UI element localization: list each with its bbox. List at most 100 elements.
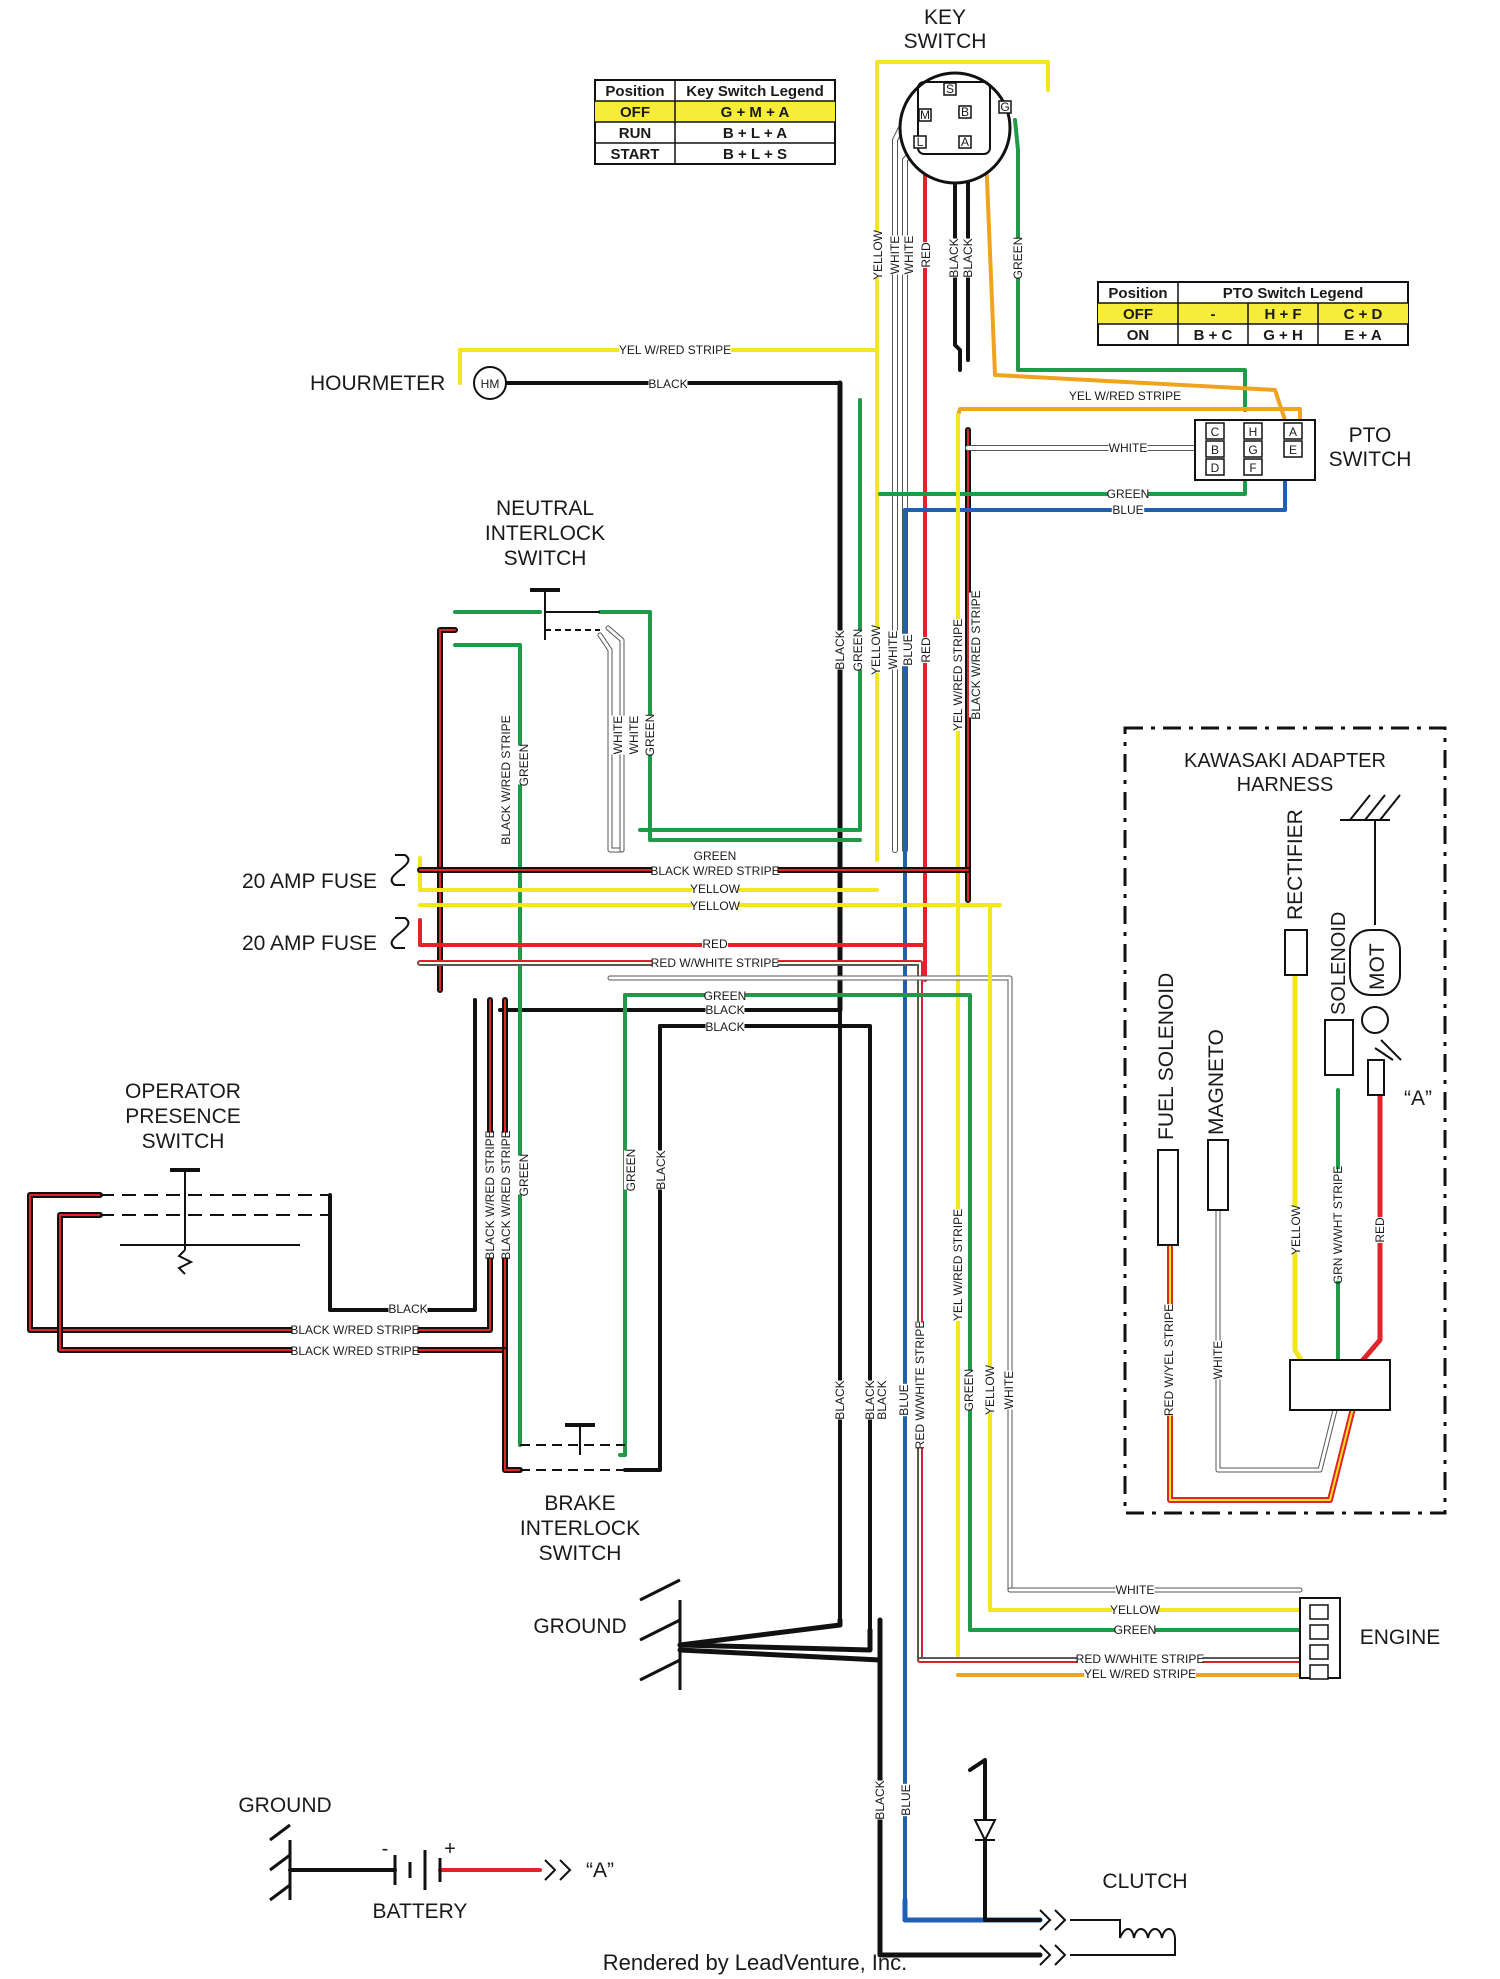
bot-blue-wire [902,1897,1043,1923]
wire-label-pto-blue: BLUE [1112,503,1143,517]
key-terminal-label-1: M [920,108,930,122]
wire-label-low-blue: BLUE [897,1384,911,1415]
wire-label-h-green-bg [695,849,735,863]
clutch-coil [1119,1928,1176,1939]
neutral-label-0: NEUTRAL [496,497,594,520]
key-terminal-A [958,135,972,149]
wire-label-ops-blkred: BLACK W/RED STRIPE [483,1130,497,1259]
wire-label-key-white2: WHITE [902,236,916,275]
rectifier-label: RECTIFIER [1284,809,1307,920]
kaw-label-1: HARNESS [1237,774,1334,796]
h-white-wire [608,976,1012,1592]
key-terminal-B [958,105,972,119]
wire-label-low-black: BLACK [833,1380,847,1419]
bot-black-wire [877,1657,1043,1958]
wire-label-h-green: GREEN [694,849,737,863]
wire-label-h-blkred: BLACK W/RED STRIPE [650,864,779,878]
pto-terminal-label-7: F [1249,461,1256,475]
wire-label-key-white2-bg [902,235,916,275]
key-legend-r1c1: B + L + A [723,125,787,142]
wire-label-pto-white: WHITE [1109,441,1148,455]
h-red-wire [418,918,927,947]
magneto-connector [1207,1139,1229,1211]
wire-label-low-yelred-bg [951,1209,965,1321]
pto-terminal-B [1205,440,1225,458]
wire-label-h-yellow2: YELLOW [690,899,741,913]
wire-label-ops-black: BLACK [654,1150,668,1189]
battery-a-arrows [544,1859,572,1881]
wire-label-hm-black-bg [648,377,688,391]
wire-label-low-redwht-bg [913,1322,927,1448]
wire-label-trunk-black: BLACK [833,630,847,669]
solenoid-label: SOLENOID [1328,912,1350,1015]
ops-h-black-wire [328,998,477,1312]
battery-label: BATTERY [373,1900,468,1923]
wire-label-ops-h-blkred2: BLACK W/RED STRIPE [290,1344,419,1358]
fuse-1-symbol [390,854,410,886]
mot-terminal [1361,1006,1389,1034]
fuse-2-symbol [390,917,410,949]
wire-label-key-black: BLACK [947,238,961,277]
pto-terminal-label-4: G [1248,443,1257,457]
pto-legend-h0: Position [1108,285,1167,302]
wire-label-eng-white: WHITE [1116,1583,1155,1597]
wire-label-trunk-black-bg [833,630,847,670]
brake-label-2: SWITCH [539,1542,622,1565]
fuel-solenoid-connector [1157,1149,1179,1246]
wire-label-key-black2-bg [961,238,975,278]
clutch-label: CLUTCH [1102,1870,1187,1893]
pto-legend-r1c2: G + H [1263,327,1303,344]
wire-label-key-red: RED [919,242,933,268]
hourmeter-label: HOURMETER [310,372,445,395]
wire-label-kaw-white: WHITE [1211,1341,1225,1380]
wire-label-trunk-yellow: YELLOW [869,624,883,675]
key-legend-r1c0: RUN [619,125,652,142]
wire-label-bot-black: BLACK [873,1780,887,1819]
key-terminal-label-2: B [961,105,969,119]
wire-label-key-green: GREEN [1011,237,1025,280]
wire-label-ops-h-blkred: BLACK W/RED STRIPE [290,1323,419,1337]
h-redwht-wire-base [417,960,923,1663]
point-a-arrow [1374,1039,1402,1061]
wire-label-nis-blkred: BLACK W/RED STRIPE [499,715,513,844]
key-switch-face [917,81,991,155]
nis-white-wire [598,633,624,852]
pto-terminal-H [1243,422,1263,440]
wire-label-hm-yel: YEL W/RED STRIPE [619,343,731,357]
wire-label-h-black-bg [705,1003,745,1017]
key-legend-r2c0: START [611,146,660,163]
ops-label-0: OPERATOR [125,1080,241,1103]
wire-label-nis-blkred-bg [499,717,513,843]
ops-label-1: PRESENCE [125,1105,241,1128]
wire-label-h-yellow-bg [692,882,738,896]
pto-terminal-F [1243,458,1263,476]
fuel-solenoid-label: FUEL SOLENOID [1155,973,1178,1140]
wire-label-trunk-blkred: BLACK W/RED STRIPE [969,590,983,719]
wire-label-low-black3: BLACK [875,1380,889,1419]
nis-green-down [453,643,522,1002]
key-switch-label-1: SWITCH [904,30,987,53]
brake-label-0: BRAKE [544,1492,615,1515]
wire-label-key-yellow: YELLOW [871,229,885,280]
wire-label-low-blue-bg [897,1383,911,1417]
wire-label-trunk-blkred-bg [969,592,983,718]
fuse1-label: 20 AMP FUSE [242,870,377,893]
magneto-label: MAGNETO [1205,1029,1228,1135]
kawasaki-plug [1289,1359,1391,1411]
wire-label-key-green-bg [1011,238,1025,278]
ops-green2-wire [618,993,627,1457]
hm-label: HM [481,377,500,391]
pto-switch-label-0: PTO [1349,424,1392,447]
wire-label-nis-white2-bg [627,715,641,755]
pto-legend-r0c0: OFF [1123,306,1153,323]
wire-label-kaw-redyel-bg [1162,1304,1176,1416]
clutch-connectors [1039,1909,1067,1966]
wire-label-eng-green: GREEN [1114,1623,1157,1637]
engine-pin-3 [1309,1664,1329,1680]
wire-label-trunk-yellow-bg [869,627,883,673]
wire-label-hm-yel-bg [619,343,731,357]
wire-label-trunk-red-bg [919,637,933,663]
engine-pin-2 [1309,1644,1329,1660]
wire-label-low-yellow: YELLOW [983,1364,997,1415]
nis-blkred-wire-stripe [439,629,456,991]
